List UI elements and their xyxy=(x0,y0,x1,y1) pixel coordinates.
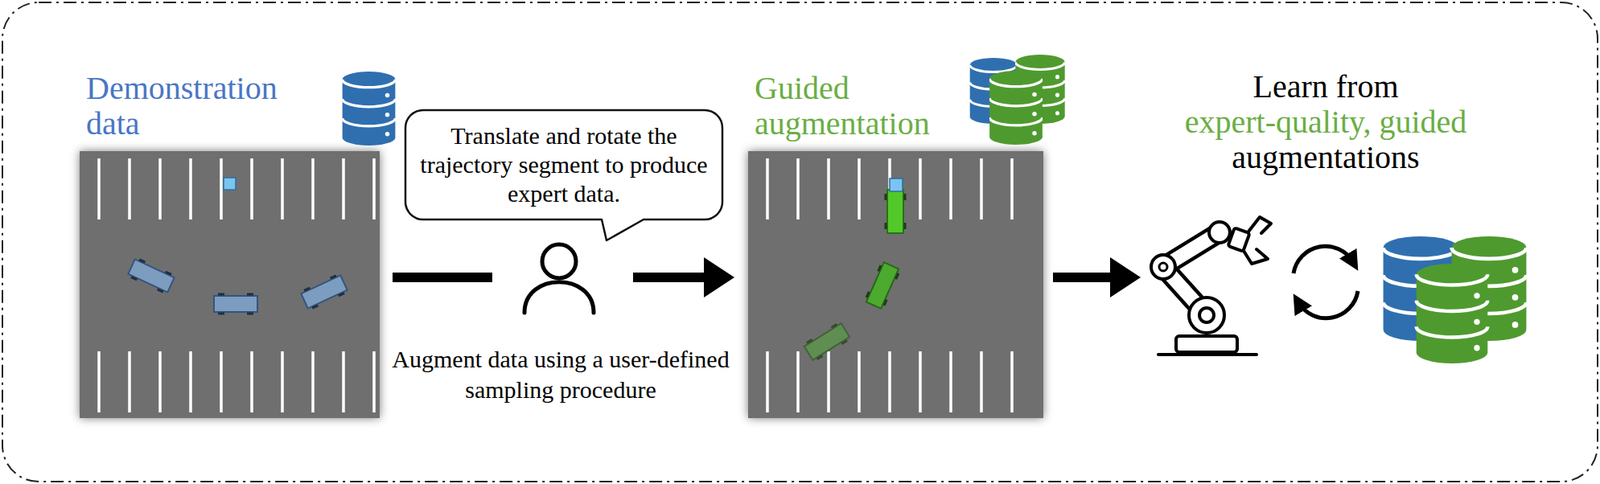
database-icon xyxy=(989,70,1043,145)
data-panel: Guided augmentation xyxy=(748,64,1044,419)
bubble-text: Translate and rotate the trajectory segm… xyxy=(415,121,713,209)
database-icon xyxy=(1416,263,1489,364)
speech-bubble: Translate and rotate the trajectory segm… xyxy=(405,110,723,220)
caption-note: Augment data using a user-defined sampli… xyxy=(378,344,744,406)
panel-heading: Demonstration data xyxy=(79,64,296,142)
cycle-arrows xyxy=(1293,246,1358,318)
flow-arrow xyxy=(392,257,735,298)
database-icon xyxy=(342,71,396,146)
flow-arrow xyxy=(1052,257,1141,298)
heading-text: Learn from xyxy=(1110,69,1542,105)
data-panel: Demonstration data xyxy=(79,64,380,419)
heading-text: expert-quality, guided xyxy=(1110,104,1542,140)
panel-heading: Guided augmentation xyxy=(748,64,964,142)
parking-lot xyxy=(748,151,1044,419)
robot-arm xyxy=(1151,217,1271,355)
parking-lot xyxy=(79,151,380,419)
person-icon xyxy=(524,244,594,313)
heading-text: augmentations xyxy=(1110,139,1542,176)
